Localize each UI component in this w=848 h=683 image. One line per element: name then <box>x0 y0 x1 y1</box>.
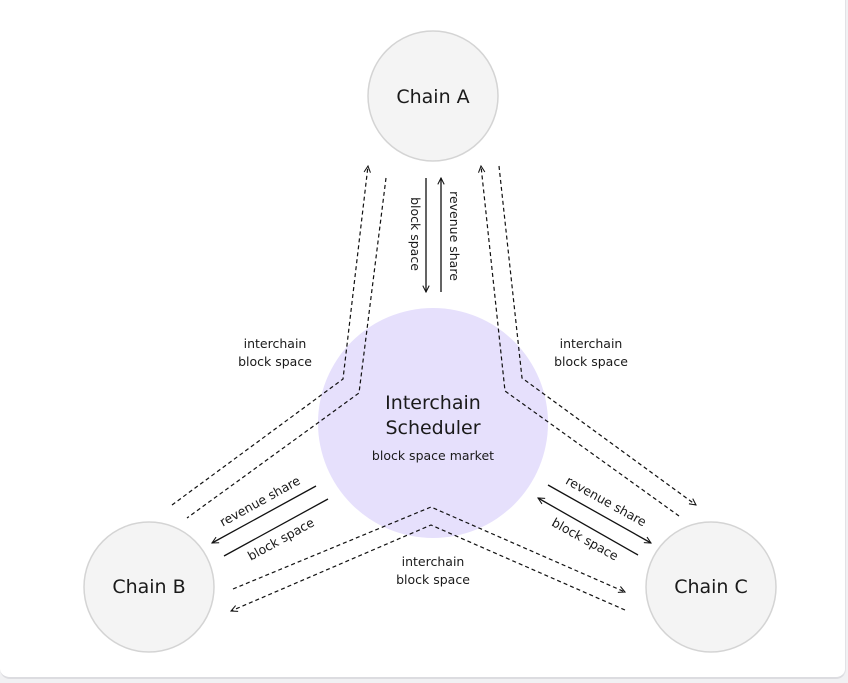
a-revenue-share-label: revenue share <box>447 191 462 281</box>
interchain-bc-label-line1: interchain <box>402 554 465 569</box>
c-block-space-arrow <box>538 498 639 556</box>
b-revenue-share-arrow <box>212 485 317 544</box>
interchain-ab-path-2 <box>186 177 387 519</box>
chain-b-label: Chain B <box>112 576 185 598</box>
chain-a-circle <box>367 30 499 162</box>
interchain-ac-path-1 <box>498 165 696 505</box>
interchain-ab-label-line2: block space <box>238 354 312 369</box>
interchain-ab-label-line1: interchain <box>244 336 307 351</box>
scheduler-title-line1: Interchain <box>385 392 481 414</box>
chain-c-circle <box>645 521 777 653</box>
interchain-ac-label-line1: interchain <box>560 336 623 351</box>
chain-c-label: Chain C <box>674 576 748 598</box>
a-block-space-label: block space <box>408 197 423 271</box>
interchain-ac-path-2 <box>481 166 680 517</box>
interchain-bc-path-1 <box>232 506 625 592</box>
chain-a-label: Chain A <box>396 86 469 108</box>
scheduler-circle <box>318 308 548 538</box>
c-revenue-share-arrow <box>547 484 651 543</box>
interchain-ab-path-1 <box>171 166 368 506</box>
b-block-space-arrow <box>223 498 329 557</box>
interchain-ac-label-line2: block space <box>554 354 628 369</box>
scheduler-title-line2: Scheduler <box>385 417 480 439</box>
scheduler-subtitle: block space market <box>372 448 494 463</box>
interchain-bc-path-2 <box>231 524 626 611</box>
interchain-bc-label-line2: block space <box>396 572 470 587</box>
chain-b-circle <box>83 521 215 653</box>
b-revenue-share-label: revenue share <box>217 473 303 530</box>
